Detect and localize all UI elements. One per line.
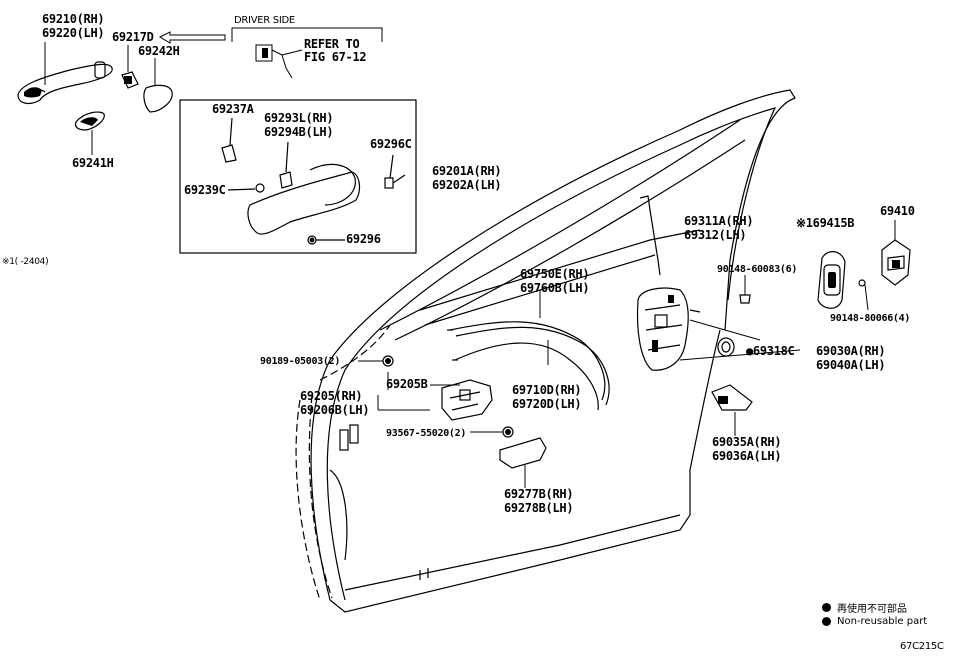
door-outline — [295, 89, 796, 613]
label-driver-side: DRIVER SIDE — [234, 15, 295, 26]
label-69035: 69035A(RH) — [712, 435, 782, 449]
label-69242: 69242H — [138, 44, 180, 58]
inset-box — [179, 99, 417, 254]
striker-parts — [717, 220, 911, 357]
label-69277: 69277B(RH) — [504, 487, 574, 501]
label-69278: 69278B(LH) — [504, 501, 574, 515]
label-69202: 69202A(LH) — [432, 178, 502, 192]
label-refer-1: REFER TO — [304, 37, 360, 51]
label-90189: 90189-05003(2) — [260, 356, 341, 367]
legend-jp-text: 再使用不可部品 — [837, 604, 907, 615]
label-69206: 69206B(LH) — [300, 403, 370, 417]
label-69296c: 69296C — [370, 137, 412, 151]
label-69760: 69760B(LH) — [520, 281, 590, 295]
label-69312: 69312(LH) — [684, 228, 747, 242]
label-69293: 69293L(RH) — [264, 111, 334, 125]
label-69311: 69311A(RH) — [684, 214, 754, 228]
bracket-parts — [358, 355, 514, 438]
inset-parts — [221, 117, 406, 245]
door-lock-assembly — [636, 287, 801, 371]
non-reusable-dot-icon — [822, 617, 831, 626]
label-93567: 93567-55020(2) — [386, 428, 467, 439]
label-69210: 69210(RH) — [42, 12, 105, 26]
legend-jp: 再使用不可部品 — [822, 600, 907, 615]
label-69410: 69410 — [880, 204, 915, 218]
label-69318: ●69318C — [746, 344, 795, 358]
label-69720: 69720D(LH) — [512, 397, 582, 411]
label-note-1: ※1( -2404) — [2, 257, 49, 267]
rods-cables — [447, 195, 661, 411]
legend-en: Non-reusable part — [822, 616, 927, 627]
label-69220: 69220(LH) — [42, 26, 105, 40]
leader-lines — [44, 27, 383, 155]
label-69030: 69030A(RH) — [816, 344, 886, 358]
label-90148-60083: 90148-60083(6) — [717, 264, 798, 275]
label-69710: 69710D(RH) — [512, 383, 582, 397]
label-69415: ※169415B — [796, 216, 855, 230]
label-69217: 69217D — [112, 30, 154, 44]
label-69040: 69040A(LH) — [816, 358, 886, 372]
legend-en-text: Non-reusable part — [837, 616, 928, 627]
label-69036: 69036A(LH) — [712, 449, 782, 463]
label-69237: 69237A — [212, 102, 254, 116]
label-69241: 69241H — [72, 156, 114, 170]
label-refer-2: FIG 67-12 — [304, 50, 367, 64]
label-69296: 69296 — [346, 232, 381, 246]
label-90148-80066: 90148-80066(4) — [830, 313, 911, 324]
fill-accents — [24, 48, 900, 435]
label-69205: 69205(RH) — [300, 389, 363, 403]
label-69201: 69201A(RH) — [432, 164, 502, 178]
label-69239: 69239C — [184, 183, 226, 197]
label-69294: 69294B(LH) — [264, 125, 334, 139]
trim-parts — [499, 384, 753, 488]
non-reusable-dot-icon — [822, 603, 831, 612]
label-69750: 69750E(RH) — [520, 267, 590, 281]
figure-code: 67C215C — [900, 641, 944, 652]
label-69205b: 69205B — [386, 377, 428, 391]
